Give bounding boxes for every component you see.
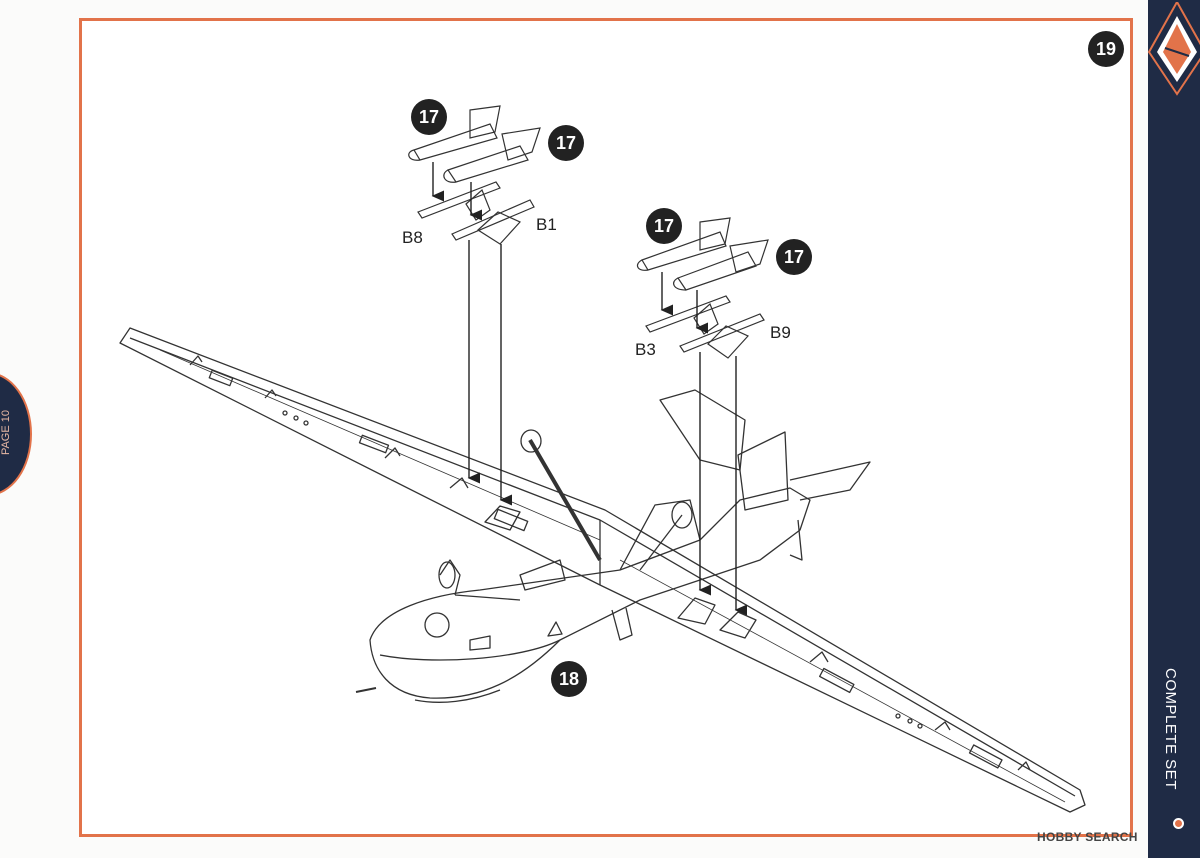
side-label: COMPLETE SET [1162,668,1179,790]
sidebar-accent [1148,0,1200,858]
step-number: 19 [1088,31,1124,67]
instruction-frame [79,18,1133,837]
part-label-b9: B9 [770,323,791,342]
callout-17: 17 [411,99,447,135]
part-label-b8: B8 [402,228,423,247]
callout-18: 18 [551,661,587,697]
callout-17: 17 [776,239,812,275]
sidebar-dot-icon [1173,818,1184,829]
watermark: HOBBY SEARCH [1037,830,1138,844]
part-label-b3: B3 [635,340,656,359]
part-label-b1: B1 [536,215,557,234]
callout-17: 17 [548,125,584,161]
callout-17: 17 [646,208,682,244]
brand-badge-icon [1147,2,1200,96]
